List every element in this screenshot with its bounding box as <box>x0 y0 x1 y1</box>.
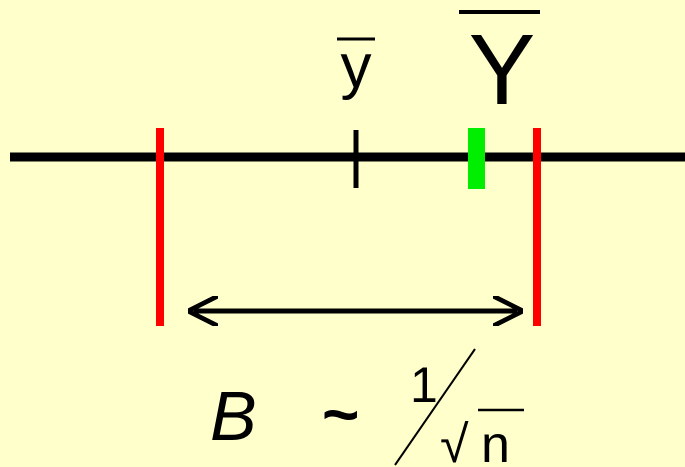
formula-lhs: B <box>210 377 257 455</box>
population-mean-marker <box>468 128 485 189</box>
fraction-slash <box>394 348 476 466</box>
sample-mean-symbol: y <box>341 32 372 101</box>
sample-mean-label: y <box>337 32 375 101</box>
bound-formula: B ~ 1 √ n <box>210 348 524 467</box>
population-mean-label: Y <box>459 10 540 126</box>
formula-relation: ~ <box>322 378 359 450</box>
formula-radical: √ <box>440 416 469 467</box>
population-mean-symbol: Y <box>469 14 536 126</box>
formula-radicand: n <box>481 416 510 467</box>
formula-numerator: 1 <box>410 357 438 413</box>
